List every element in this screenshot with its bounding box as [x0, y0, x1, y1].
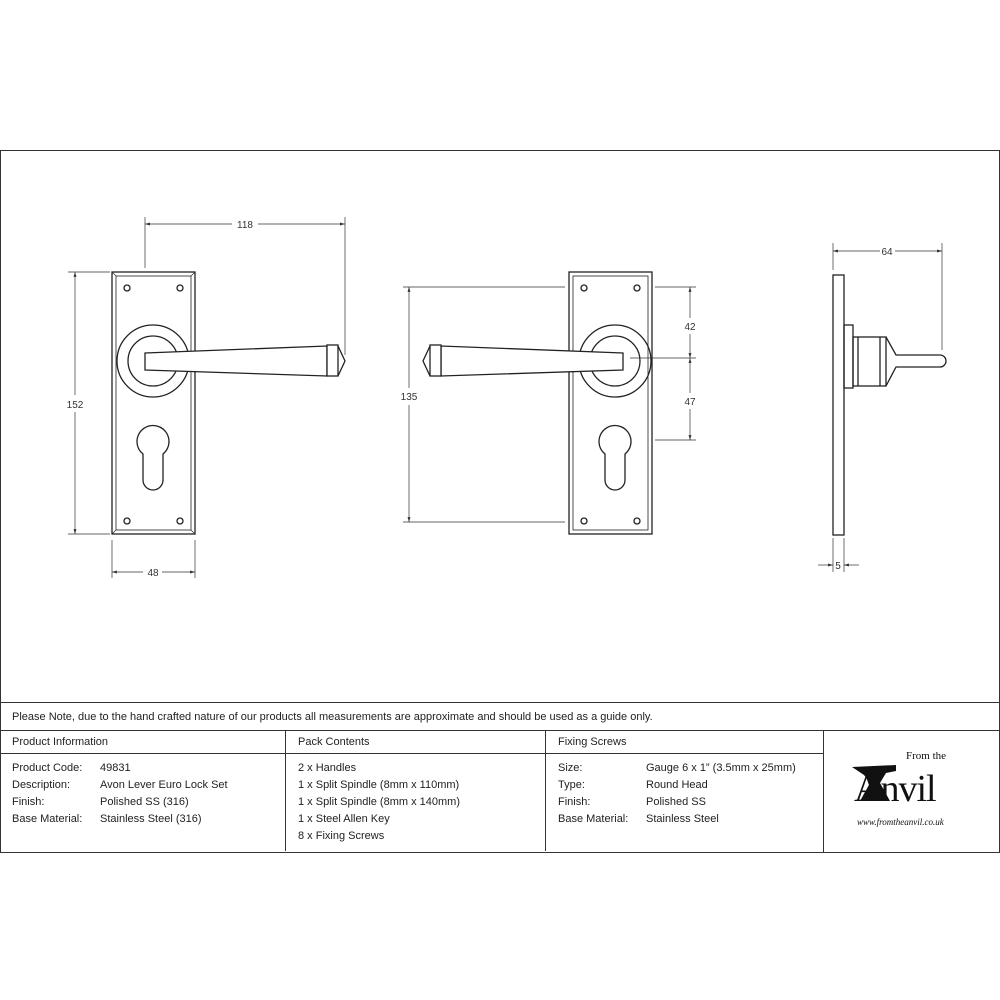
- screw-row: Finish: Polished SS: [558, 794, 823, 811]
- dim-plate-height: 152: [67, 400, 84, 411]
- logo-brand: Anvil: [854, 768, 936, 810]
- pack-item: 2 x Handles: [298, 762, 357, 774]
- back-view: [422, 271, 653, 535]
- info-value: Avon Lever Euro Lock Set: [100, 779, 228, 791]
- front-view: [111, 271, 346, 535]
- pack-contents-heading: Pack Contents: [286, 731, 545, 754]
- dim-plate-width: 48: [147, 568, 159, 579]
- screw-row: Type: Round Head: [558, 777, 823, 794]
- screw-value: Gauge 6 x 1” (3.5mm x 25mm): [646, 762, 796, 774]
- product-information-heading: Product Information: [0, 731, 285, 754]
- info-value: Stainless Steel (316): [100, 813, 202, 825]
- dim-spindle-to-cylinder: 47: [684, 397, 696, 408]
- info-row: Finish: Polished SS (316): [12, 794, 285, 811]
- info-label: Description:: [12, 779, 71, 791]
- info-row: Base Material: Stainless Steel (316): [12, 811, 285, 828]
- screw-label: Finish:: [558, 796, 591, 808]
- anvil-logo-graphic: From the Anvil www.fromtheanvil.co.uk: [852, 750, 946, 827]
- pack-item: 1 x Split Spindle (8mm x 140mm): [298, 796, 460, 808]
- dim-plate-thickness: 5: [835, 561, 841, 572]
- screw-row: Size: Gauge 6 x 1” (3.5mm x 25mm): [558, 760, 823, 777]
- dim-screw-centres: 135: [401, 392, 418, 403]
- info-value: Polished SS (316): [100, 796, 189, 808]
- screw-label: Base Material:: [558, 813, 629, 825]
- logo-pretext: From the: [906, 750, 946, 762]
- side-view: [832, 274, 947, 536]
- anvil-icon: [852, 765, 896, 801]
- screw-label: Size:: [558, 762, 583, 774]
- pack-item: 8 x Fixing Screws: [298, 830, 385, 842]
- fixing-screws-panel: Fixing Screws Size: Gauge 6 x 1” (3.5mm x…: [546, 730, 823, 851]
- info-row: Product Code: 49831: [12, 760, 285, 777]
- pack-item: 1 x Steel Allen Key: [298, 813, 390, 825]
- screw-value: Polished SS: [646, 796, 706, 808]
- dim-top-to-spindle: 42: [684, 322, 696, 333]
- info-label: Base Material:: [12, 813, 83, 825]
- logo-url: www.fromtheanvil.co.uk: [857, 817, 945, 827]
- screw-row: Base Material: Stainless Steel: [558, 811, 823, 828]
- info-value: 49831: [100, 762, 131, 774]
- info-label: Finish:: [12, 796, 45, 808]
- pack-contents-panel: Pack Contents 2 x Handles 1 x Split Spin…: [286, 730, 546, 851]
- info-row: Description: Avon Lever Euro Lock Set: [12, 777, 285, 794]
- fixing-screws-heading: Fixing Screws: [546, 731, 823, 754]
- screw-value: Stainless Steel: [646, 813, 719, 825]
- measurement-note: Please Note, due to the hand crafted nat…: [0, 702, 1000, 730]
- dim-projection: 64: [881, 247, 893, 258]
- screw-label: Type:: [558, 779, 585, 791]
- pack-item: 1 x Split Spindle (8mm x 110mm): [298, 779, 460, 791]
- from-the-anvil-logo: From the Anvil www.fromtheanvil.co.uk: [823, 730, 1000, 852]
- info-label: Product Code:: [12, 762, 83, 774]
- product-information-panel: Product Information Product Code: 49831 D…: [0, 730, 286, 851]
- screw-value: Round Head: [646, 779, 708, 791]
- dim-overall-width: 118: [237, 220, 253, 231]
